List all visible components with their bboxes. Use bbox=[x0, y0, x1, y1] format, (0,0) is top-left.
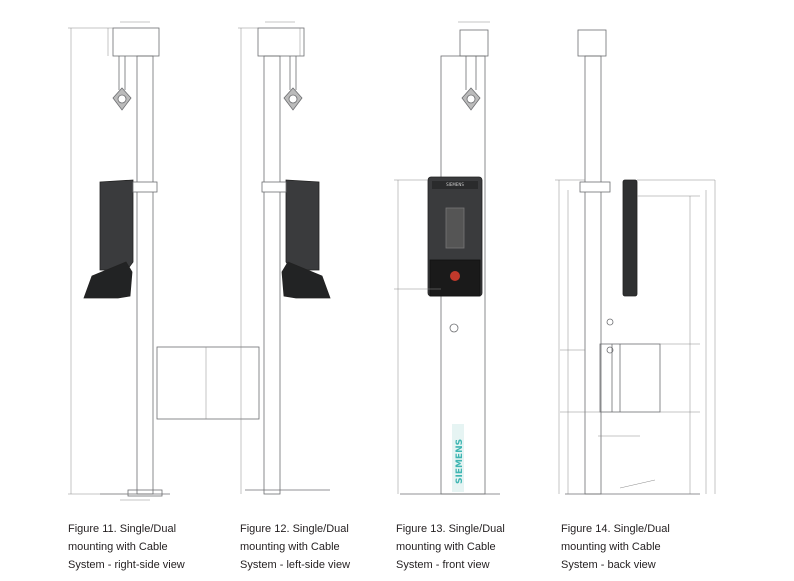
caption-line: Figure 13. Single/Dual bbox=[396, 523, 505, 535]
figure-12-drawing bbox=[156, 21, 331, 495]
caption-line: Figure 14. Single/Dual bbox=[561, 523, 670, 535]
figure-14-drawing bbox=[555, 29, 716, 495]
caption-line: mounting with Cable bbox=[68, 541, 168, 553]
status-light bbox=[450, 271, 460, 281]
cable-holster bbox=[83, 261, 133, 299]
figure-13-drawing bbox=[394, 21, 500, 495]
pole-cap bbox=[112, 27, 160, 57]
figure-14-caption: Figure 14. Single/Dual mounting with Cab… bbox=[561, 520, 721, 574]
caption-line: mounting with Cable bbox=[561, 541, 661, 553]
caption-line: System - back view bbox=[561, 559, 656, 571]
figure-13-caption: Figure 13. Single/Dual mounting with Cab… bbox=[396, 520, 556, 574]
display-panel bbox=[445, 207, 465, 249]
cable-holster bbox=[281, 261, 331, 299]
pole-hole bbox=[449, 323, 459, 333]
charger-brand-mark: SIEMENS bbox=[446, 182, 464, 187]
mounting-bracket bbox=[599, 343, 661, 413]
charger-side bbox=[285, 179, 320, 271]
caption-line: mounting with Cable bbox=[240, 541, 340, 553]
pole-cap bbox=[459, 29, 489, 57]
caption-line: System - left-side view bbox=[240, 559, 351, 571]
pole bbox=[263, 55, 281, 495]
figure-11-drawing bbox=[68, 21, 170, 501]
mounting-box bbox=[156, 346, 260, 420]
caption-line: mounting with Cable bbox=[396, 541, 496, 553]
charger-side bbox=[99, 179, 134, 271]
caption-line: Figure 11. Single/Dual bbox=[68, 523, 177, 535]
pole-cap bbox=[577, 29, 607, 57]
charger-back bbox=[622, 179, 638, 297]
figure-11-caption: Figure 11. Single/Dual mounting with Cab… bbox=[68, 520, 228, 574]
pole-cap bbox=[257, 27, 305, 57]
caption-line: System - front view bbox=[396, 559, 490, 571]
caption-line: Figure 12. Single/Dual bbox=[240, 523, 349, 535]
figure-12-caption: Figure 12. Single/Dual mounting with Cab… bbox=[240, 520, 400, 574]
pole bbox=[136, 55, 154, 495]
caption-line: System - right-side view bbox=[68, 559, 185, 571]
brand-logo: SIEMENS bbox=[455, 439, 465, 484]
pole bbox=[584, 55, 602, 495]
